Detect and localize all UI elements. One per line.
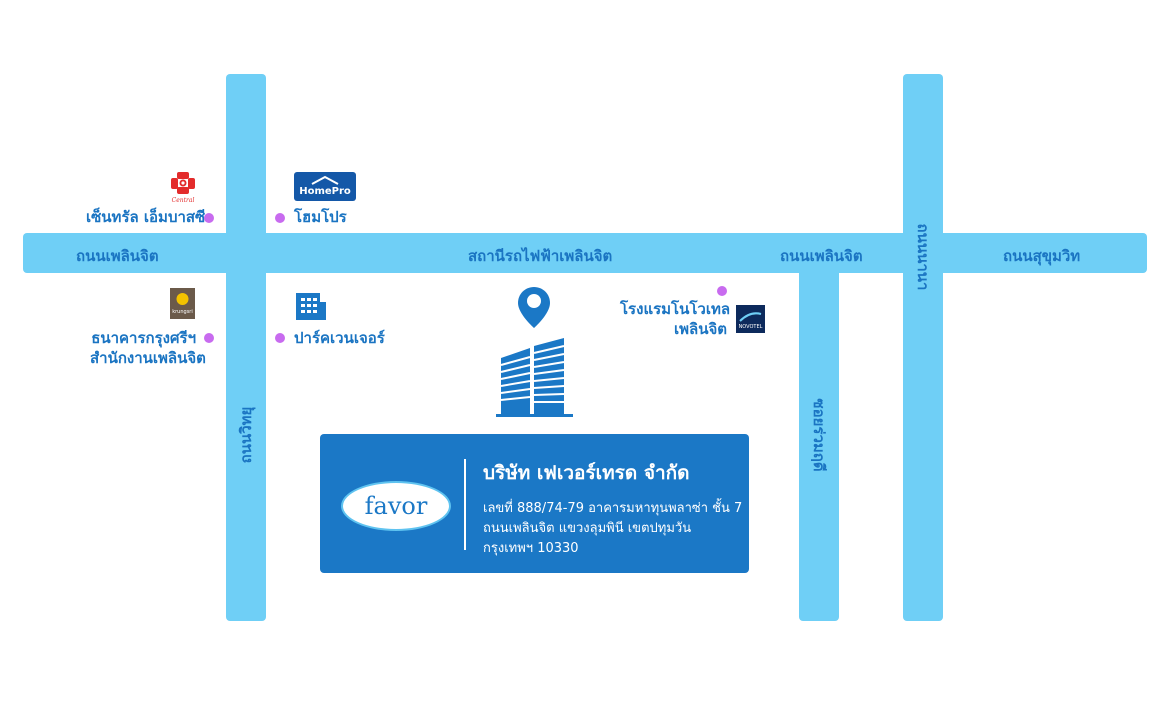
- address-line-1: เลขที่ 888/74-79 อาคารมหาทุนพลาซ่า ชั้น …: [483, 501, 743, 516]
- krungsri-label-line2: สำนักงานเพลินจิต: [90, 349, 206, 367]
- road-vertical-right: [903, 74, 943, 621]
- novotel-marker[interactable]: [717, 286, 727, 296]
- building-icon: [294, 288, 326, 320]
- krungsri-label: ธนาคารกรุงศรีฯ สำนักงานเพลินจิต: [90, 328, 206, 368]
- svg-text:krungsri: krungsri: [172, 309, 193, 315]
- favor-logo: favor: [341, 481, 451, 531]
- novotel-label-line1: โรงแรมโนโวเทล: [620, 300, 731, 318]
- homepro-label: โฮมโปร: [294, 208, 347, 226]
- homepro-marker[interactable]: [275, 213, 285, 223]
- address-line-2: ถนนเพลินจิต แขวงลุมพินี เขตปทุมวัน: [483, 521, 692, 536]
- road-label-right-mid: ถนนเพลินจิต: [780, 247, 863, 265]
- novotel-logo: NOVOTEL: [736, 305, 765, 333]
- svg-text:NOVOTEL: NOVOTEL: [739, 324, 763, 330]
- park-ventures-marker[interactable]: [275, 333, 285, 343]
- company-card: favor บริษัท เฟเวอร์เทรด จำกัด เลขที่ 88…: [320, 434, 749, 573]
- road-label-vertical-right: ถนนนานา: [914, 223, 932, 291]
- homepro-logo: HomePro: [294, 172, 356, 201]
- road-label-vertical-middle: ซอยร่วมฤดี: [810, 398, 828, 472]
- krungsri-marker[interactable]: [204, 333, 214, 343]
- road-vertical-left: [226, 74, 266, 621]
- road-horizontal: [23, 233, 1147, 273]
- address-line-3: กรุงเทพฯ 10330: [483, 541, 579, 556]
- novotel-label-line2: เพลินจิต: [674, 320, 727, 338]
- road-label-vertical-left: ถนนวิทยุ: [237, 406, 255, 464]
- svg-text:Central: Central: [172, 197, 195, 204]
- central-embassy-marker[interactable]: [204, 213, 214, 223]
- road-vertical-middle: [799, 253, 839, 621]
- favor-logo-text: favor: [364, 492, 428, 520]
- central-embassy-label: เซ็นทรัล เอ็มบาสซี: [86, 208, 206, 226]
- road-label-far-right: ถนนสุขุมวิท: [1003, 247, 1081, 265]
- central-logo: Central: [166, 170, 200, 204]
- krungsri-logo: krungsri: [170, 288, 195, 319]
- novotel-label: โรงแรมโนโวเทล เพลินจิต: [620, 299, 731, 339]
- krungsri-label-line1: ธนาคารกรุงศรีฯ: [91, 329, 196, 347]
- road-label-left: ถนนเพลินจิต: [76, 247, 159, 265]
- office-tower-icon: [496, 338, 573, 418]
- park-ventures-label: ปาร์คเวนเจอร์: [294, 329, 385, 347]
- location-pin-icon: [517, 286, 551, 329]
- svg-text:HomePro: HomePro: [299, 186, 351, 197]
- card-divider: [464, 459, 466, 550]
- company-name: บริษัท เฟเวอร์เทรด จำกัด: [483, 462, 690, 484]
- station-label: สถานีรถไฟฟ้าเพลินจิต: [468, 247, 613, 265]
